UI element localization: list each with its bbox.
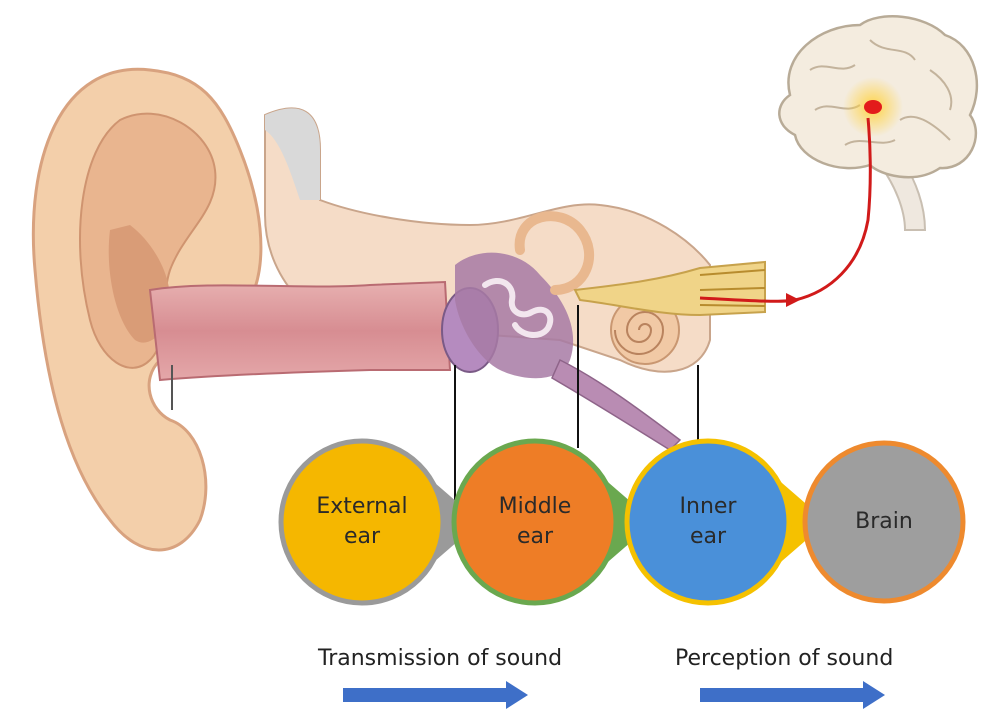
stage-brain-circle: [802, 440, 966, 604]
brain-illustration: [778, 15, 979, 231]
stage-inner-circle: [624, 438, 792, 606]
ear-illustration: [31, 67, 766, 552]
stage-brain-label: Brain: [855, 509, 913, 534]
brain-gyri: [809, 39, 953, 146]
auditory-cortex-spot: [864, 100, 882, 114]
auditory-nerve: [573, 260, 766, 317]
pathway-arrowhead: [786, 293, 800, 307]
stage-middle: [451, 438, 654, 606]
transmission-arrow: [343, 681, 528, 709]
stage-middle-label: Middle ear: [498, 494, 572, 549]
transmission-caption: Transmission of sound: [318, 646, 563, 671]
ossicles: [482, 278, 554, 338]
bone-top-plate: [265, 108, 320, 200]
stage-inner: [624, 438, 827, 606]
stage-external-circle: [278, 438, 446, 606]
perception-arrow: [700, 681, 885, 709]
stage-external: [278, 438, 480, 606]
neural-pathway: [699, 117, 872, 303]
ear-canal: [148, 280, 452, 382]
stage-brain: [802, 440, 966, 604]
eustachian-tube: [551, 358, 682, 451]
perception-caption: Perception of sound: [675, 646, 894, 671]
semicircular-canals: [514, 211, 594, 295]
stage-inner-label: Inner ear: [679, 494, 737, 549]
stage-external-label: External ear: [316, 494, 408, 549]
stage-middle-circle: [451, 438, 619, 606]
